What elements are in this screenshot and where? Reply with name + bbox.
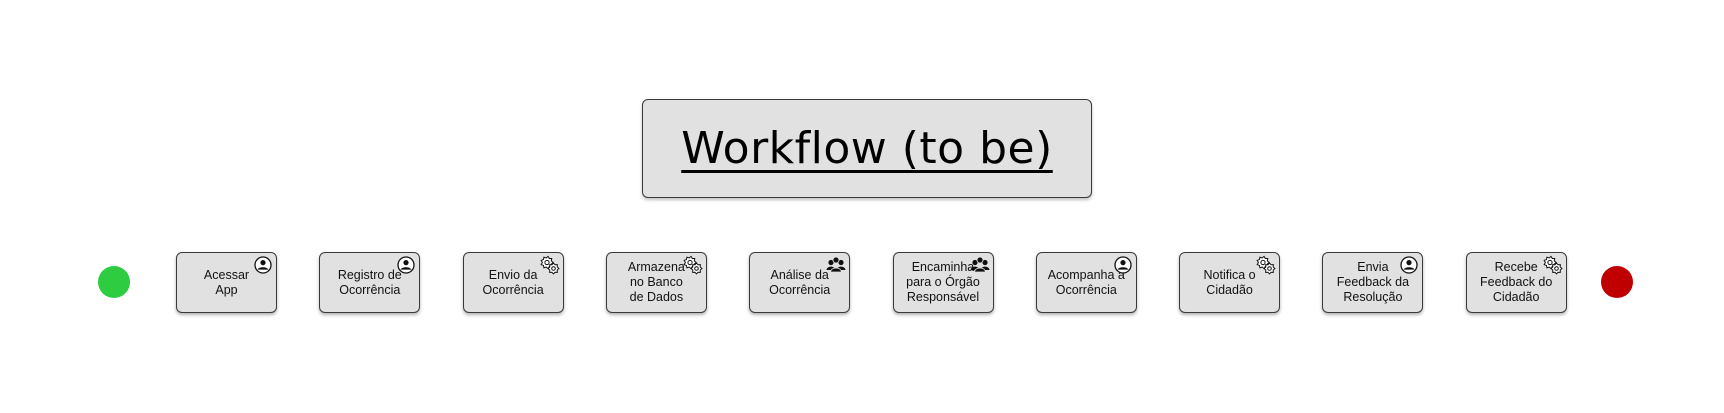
title-box[interactable]: Workflow (to be) xyxy=(642,99,1092,198)
gears-icon xyxy=(1542,255,1564,275)
task-box[interactable]: Envia Feedback da Resolução xyxy=(1322,252,1424,313)
end-event[interactable] xyxy=(1601,266,1633,298)
task-box[interactable]: Acompanha a Ocorrência xyxy=(1035,252,1137,313)
task-box[interactable]: Recebe Feedback do Cidadão xyxy=(1465,252,1567,313)
gears-icon xyxy=(1255,255,1277,275)
user-icon xyxy=(252,255,274,275)
task-box[interactable]: Envio da Ocorrência xyxy=(462,252,564,313)
start-event[interactable] xyxy=(98,266,130,298)
diagram-title: Workflow (to be) xyxy=(681,123,1053,174)
task-box[interactable]: Acessar App xyxy=(176,252,277,313)
group-icon xyxy=(825,255,847,275)
task-label: Envia Feedback da Resolução xyxy=(1336,260,1410,304)
task-label: Registro de Ocorrência xyxy=(337,267,402,297)
task-box[interactable]: Armazena no Banco de Dados xyxy=(605,252,707,313)
task-label: Acompanha a Ocorrência xyxy=(1047,267,1125,297)
task-box[interactable]: Notifica o Cidadão xyxy=(1179,252,1281,313)
user-icon xyxy=(395,255,417,275)
group-icon xyxy=(969,255,991,275)
task-label: Envio da Ocorrência xyxy=(482,267,544,297)
task-label: Acessar App xyxy=(203,267,250,297)
user-icon xyxy=(1398,255,1420,275)
task-label: Análise da Ocorrência xyxy=(769,267,831,297)
gears-icon xyxy=(539,255,561,275)
user-icon xyxy=(1112,255,1134,275)
task-label: Notifica o Cidadão xyxy=(1203,267,1256,297)
task-box[interactable]: Análise da Ocorrência xyxy=(749,252,851,313)
task-label: Encaminha para o Órgão Responsável xyxy=(906,260,980,304)
task-box[interactable]: Encaminha para o Órgão Responsável xyxy=(892,252,994,313)
task-box[interactable]: Registro de Ocorrência xyxy=(319,252,421,313)
task-label: Armazena no Banco de Dados xyxy=(627,260,685,304)
gears-icon xyxy=(682,255,704,275)
task-label: Recebe Feedback do Cidadão xyxy=(1480,260,1553,304)
